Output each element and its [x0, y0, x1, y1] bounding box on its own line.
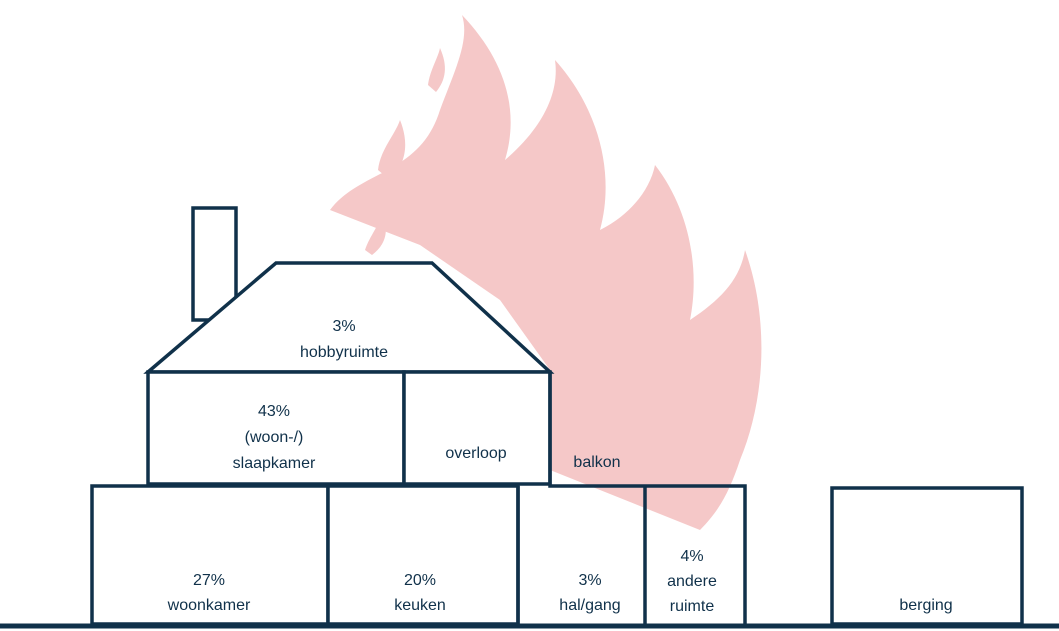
label-andere-pct: 4% [680, 548, 703, 565]
room-keuken [326, 484, 520, 626]
flame-icon [330, 15, 762, 530]
label-slaapkamer-name-1: (woon-/) [245, 429, 304, 446]
label-slaapkamer-pct: 43% [258, 403, 290, 420]
label-overloop: overloop [445, 445, 506, 462]
label-halgang-name: hal/gang [559, 597, 620, 614]
room-labels: 3% hobbyruimte 43% (woon-/) slaapkamer o… [167, 318, 953, 615]
label-berging: berging [899, 597, 952, 614]
label-keuken-pct: 20% [404, 572, 436, 589]
label-andere-name-2: ruimte [670, 598, 715, 615]
house-outline [90, 206, 1024, 626]
room-berging [830, 486, 1024, 626]
room-woonkamer [90, 484, 330, 626]
room-halgang [516, 486, 647, 624]
label-woonkamer-pct: 27% [193, 572, 225, 589]
label-balkon: balkon [573, 454, 620, 471]
room-overloop [402, 370, 552, 486]
balkon-outline [548, 372, 747, 624]
label-woonkamer-name: woonkamer [167, 597, 251, 614]
label-halgang-pct: 3% [578, 572, 601, 589]
label-keuken-name: keuken [394, 597, 446, 614]
label-hobbyruimte-pct: 3% [332, 318, 355, 335]
label-hobbyruimte-name: hobbyruimte [300, 344, 388, 361]
label-slaapkamer-name-2: slaapkamer [233, 455, 316, 472]
label-andere-name-1: andere [667, 573, 717, 590]
